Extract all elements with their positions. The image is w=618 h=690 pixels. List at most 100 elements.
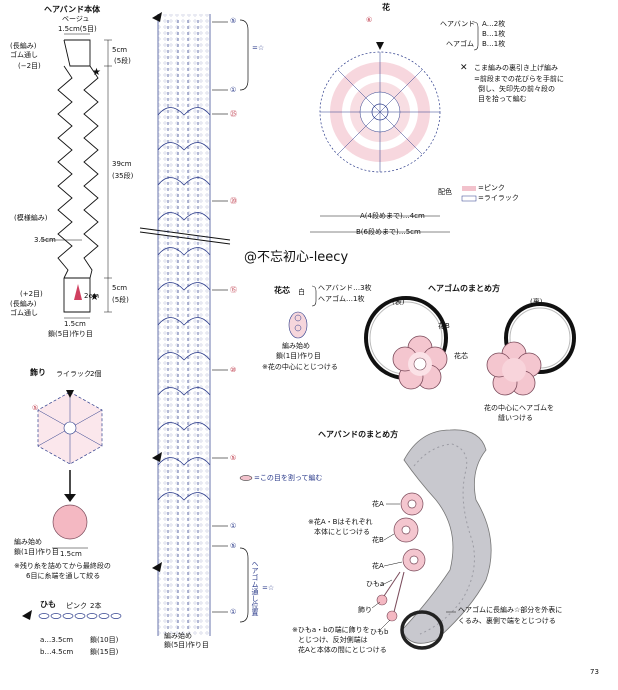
assembly-flower-b: 花B [372,536,384,544]
row-marker-5-mid: ⑤ [230,454,237,462]
decoration-note-2: 6目に糸端を通して絞る [26,572,101,580]
flower-center-color: 白 [298,288,305,296]
arrow-icon [152,12,162,22]
flower-center-start: 編み始め [282,342,310,350]
color-key-label: 配色 [438,188,452,196]
star-icon: ★ [92,67,101,78]
width-top-label: 1.5cm(5目) [58,25,97,33]
flower-elastic-label: ヘアゴム [446,40,474,48]
front-label: (表) [392,298,405,306]
elastic-core-label: 花芯 [454,352,468,360]
flower-b-count-2: B…1枚 [482,40,506,48]
stitch-texture [158,14,210,636]
cord-b-length: b…4.5cm [40,648,74,656]
row-marker-1-low: ① [230,608,237,616]
post-stitch-icon: ✕ [460,63,468,73]
main-rows-label: (35段) [112,172,134,180]
post-stitch-note-4: 目を拾って編む [478,95,527,103]
elastic-position-label: ヘアゴム通し位置 [251,560,259,616]
row-marker-5-low: ⑤ [230,542,237,550]
flower-center-note: ※花の中心にとじつける [262,363,338,371]
post-stitch-note-3: 倒し、矢印先の前々段の [478,85,555,93]
flower-a-count: A…2枚 [482,20,506,28]
decoration-start: 編み始め [14,538,42,546]
decoration-chart [37,390,103,549]
equals-star-top: =☆ [252,44,265,52]
flower-headband-label: ヘアバンド [440,20,476,28]
headband-assembly-title: ヘアバンドのまとめ方 [318,430,399,439]
decoration-title: 飾り [30,368,46,377]
top-length-label: 5cm [112,46,128,54]
start-chain-label: 鎖(5目)作り目 [48,330,93,338]
elastic-wrap-bottom-label: (長編み) ゴム通し [10,300,38,317]
split-stitch-icon [239,475,253,481]
row-marker-10: ⑩ [230,366,237,374]
center-start-label: 編み始め 鎖(5目)作り目 [164,632,209,649]
elastic-note-1: 花の中心にヘアゴムを [484,404,554,412]
post-stitch-note-1: こま編みの裏引き上げ編み [474,64,558,72]
headband-body-color: ベージュ [62,15,90,23]
start-mark-icon [66,390,74,398]
elastic-wrap-label: (長編み) ゴム通し [10,42,38,59]
flower-a-size: A(4段めまで)…4cm [360,212,425,220]
equals-star-bottom: =☆ [262,584,275,592]
decoration-start-chain: 鎖(1目)作り目 [14,548,59,556]
row-marker-20: ⑳ [230,197,237,205]
elastic-wrap-note-2: くるみ、裏側で端をとじつける [458,617,556,625]
decrease-label: (−2目) [18,62,41,70]
elastic-note-2: 縫いつける [498,414,533,422]
cord-note-1: ※ひもa・bの端に飾りを [292,626,370,634]
post-stitch-note-2: =前段までの花びらを手前に [474,75,564,83]
row-marker-25: ㉕ [230,110,237,118]
bottom-rows-label: (5段) [112,296,129,304]
flower-note-2: 本体にとじつける [314,528,370,536]
top-rows-label: (5段) [114,57,131,65]
assembly-flower-a-1: 花A [372,500,384,508]
row-marker-5-top: ⑤ [230,17,237,25]
cord-count: 2本 [90,602,102,610]
row-marker-15: ⑮ [230,286,237,294]
width-bottom-label: 1.5cm [64,320,86,328]
start-mark-icon [376,42,384,50]
cord-a-chain: 鎖(10目) [90,636,119,644]
cord-title: ひも [40,600,56,609]
bottom-length-label: 5cm [112,284,128,292]
decoration-note-1: ※残り糸を詰めてから最終段の [14,562,111,570]
cord-b-chain: 鎖(15目) [90,648,119,656]
flower-b-size: B(6段めまで)…5cm [356,228,421,236]
headband-body-schematic [40,33,112,319]
arrow-icon [152,452,162,462]
flower-note-1: ※花A・Bはそれぞれ [308,518,373,526]
elastic-assembly-title: ヘアゴムのまとめ方 [428,284,500,293]
elastic-wrap-note-1: ヘアゴムに長編み☆部分を外表に [458,606,563,614]
width-mid-label: 3.5cm [34,236,56,244]
assembly-cord-b: ひもb [370,628,389,636]
elastic-flower-b-label: 花B [438,322,450,330]
page-number: 73 [590,668,599,676]
assembly-cord-a: ひもa [366,580,385,588]
star-icon: ★ [90,292,99,303]
decoration-color: ライラック [56,370,91,378]
flower-chart [310,42,450,233]
row-marker-1-top: ① [230,86,237,94]
headband-body-title: ヘアバンド本体 [44,5,101,14]
row-marker-1-mid: ① [230,522,237,530]
flower-center-elastic: ヘアゴム…1枚 [318,295,365,303]
assembly-flower-a-2: 花A [372,562,384,570]
increase-label: (+2目) [20,290,43,298]
arrow-icon [152,562,162,572]
cord-note-2: とじつけ、反対側端は [298,636,368,644]
cord-diagram [22,610,122,620]
down-arrow-icon [64,494,76,502]
decoration-row-5: ⑤ [32,404,39,412]
decoration-count: 2個 [90,370,102,378]
flower-center-headband: ヘアバンド…3枚 [318,284,372,292]
decoration-size: 1.5cm [60,550,82,558]
back-label: (裏) [530,298,543,306]
flower-center-diagram [288,311,308,339]
flower-b-count: B…1枚 [482,30,506,38]
cord-note-3: 花Aと本体の間にとじつける [298,646,387,654]
main-length-label: 39cm [112,160,132,168]
direction-arrow-icon [74,284,82,300]
